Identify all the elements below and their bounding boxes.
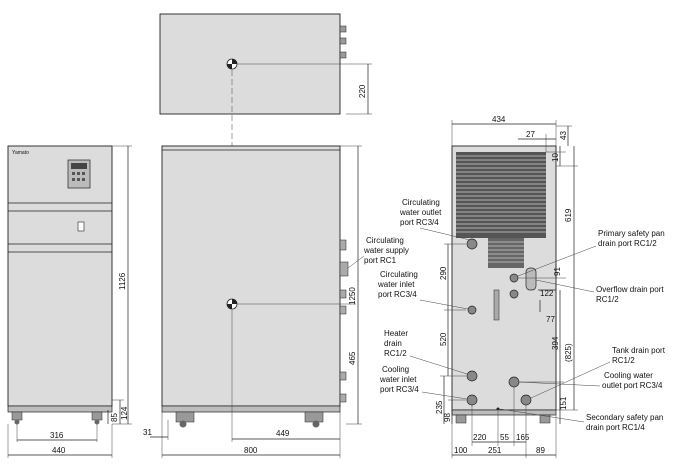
dim-316: 316 [50, 431, 64, 440]
label-cool-in-1: Cooling [382, 365, 409, 374]
label-circ-outlet-3: port RC3/4 [400, 218, 439, 227]
cooling-inlet-port [466, 394, 478, 406]
dim-825: (825) [564, 343, 573, 362]
label-primary-2: drain port RC1/2 [598, 239, 657, 248]
label-circ-outlet-1: Circulating [402, 198, 440, 207]
dim-434: 434 [492, 115, 506, 124]
dim-10: 10 [551, 153, 560, 162]
dim-89: 89 [536, 446, 545, 455]
dim-1250: 1250 [348, 287, 357, 305]
label-circ-inlet-3: port RC3/4 [378, 290, 417, 299]
dim-290: 290 [439, 266, 448, 280]
dim-31: 31 [143, 428, 152, 437]
dim-43: 43 [559, 131, 568, 140]
rear-grille-lower [488, 238, 524, 268]
label-overflow-1: Overflow drain port [596, 285, 664, 294]
label-primary-1: Primary safety pan [598, 229, 665, 238]
dim-235: 235 [435, 400, 444, 414]
label-circ-supply-1: Circulating [366, 236, 404, 245]
label-circ-supply-2: water supply [363, 246, 409, 255]
label-circ-outlet-2: water outlet [399, 208, 442, 217]
dim-122: 122 [540, 289, 554, 298]
side-cabinet [161, 145, 341, 407]
rear-grille [456, 152, 546, 238]
circ-outlet-port [466, 238, 478, 250]
front-view: Yamato 1126 124 85 316 440 [7, 145, 132, 458]
dim-520: 520 [439, 332, 448, 346]
dim-394: 394 [551, 336, 560, 350]
heater-drain-port [466, 370, 478, 382]
dim-165: 165 [516, 433, 530, 442]
overflow-drain-port [525, 267, 537, 291]
label-tank-1: Tank drain port [612, 346, 666, 355]
logo: Yamato [12, 150, 29, 156]
caster-side-right [304, 411, 324, 423]
dim-100: 100 [454, 446, 468, 455]
circ-inlet-port [467, 305, 477, 315]
dim-449: 449 [276, 429, 290, 438]
primary-pan-drain-port [509, 273, 519, 283]
label-cool-in-3: port RC3/4 [380, 385, 419, 394]
label-heater-1: Heater [384, 329, 408, 338]
dim-55: 55 [500, 433, 509, 442]
dim-98: 98 [443, 413, 452, 422]
dim-77: 77 [546, 315, 555, 324]
caster-side-left [175, 411, 195, 423]
callouts: Circulating water outlet port RC3/4 Circ… [347, 198, 666, 432]
dim-800: 800 [244, 446, 258, 455]
dim-1126: 1126 [118, 272, 127, 290]
dim-220-top: 220 [358, 84, 367, 98]
dim-220-bottom: 220 [473, 433, 487, 442]
label-secondary-2: drain port RC1/4 [586, 423, 645, 432]
dim-151: 151 [559, 396, 568, 410]
label-circ-supply-3: port RC1 [364, 256, 397, 265]
side-view: 1250 465 31 449 800 [143, 70, 362, 458]
dim-124: 124 [120, 406, 129, 420]
label-circ-inlet-1: Circulating [380, 270, 418, 279]
label-cool-out-2: outlet port RC3/4 [602, 381, 663, 390]
warning-label [77, 221, 85, 232]
label-tank-2: RC1/2 [612, 356, 635, 365]
caster-left [11, 411, 23, 421]
dim-619: 619 [564, 208, 573, 222]
dim-27: 27 [526, 130, 535, 139]
label-secondary-1: Secondary safety pan [586, 413, 663, 422]
label-heater-2: drain [384, 339, 402, 348]
cooling-outlet-port [508, 376, 520, 388]
label-cool-in-2: water inlet [379, 375, 417, 384]
dim-91: 91 [553, 267, 562, 276]
dim-85: 85 [110, 413, 119, 422]
dim-465: 465 [348, 351, 357, 365]
front-cabinet [7, 145, 113, 407]
dim-440: 440 [52, 446, 66, 455]
label-cool-out-1: Cooling water [604, 371, 653, 380]
label-overflow-2: RC1/2 [596, 295, 619, 304]
display-screen [71, 163, 87, 169]
dim-251: 251 [488, 446, 502, 455]
tank-drain-port [520, 394, 532, 406]
caster-right [91, 411, 103, 421]
top-view: 220 [159, 13, 372, 115]
rear-view: 434 27 43 10 619 91 122 77 394 (825) 151 [435, 115, 578, 458]
label-heater-3: RC1/2 [384, 349, 407, 358]
label-circ-inlet-2: water inlet [377, 280, 415, 289]
